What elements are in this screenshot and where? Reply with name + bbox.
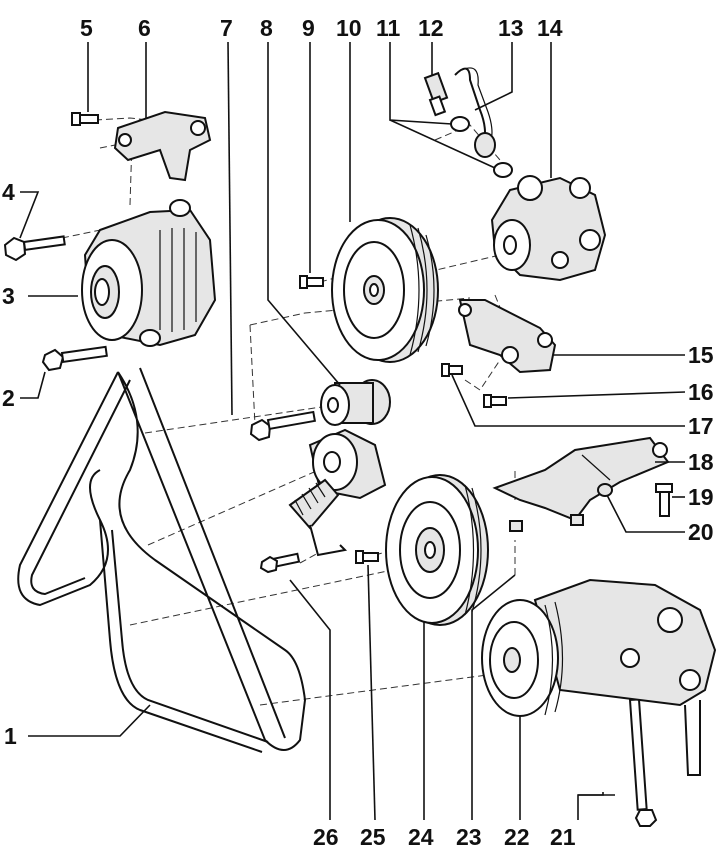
callout-9: 9 [302, 15, 315, 41]
callout-12: 12 [418, 15, 444, 41]
ribbed-belt [17, 367, 307, 753]
callout-3: 3 [2, 283, 15, 309]
alternator [81, 199, 217, 347]
damper-bolt [355, 550, 379, 564]
callout-23: 23 [456, 824, 482, 850]
callout-14: 14 [537, 15, 563, 41]
callout-20: 20 [688, 519, 714, 545]
dowel-sleeves [509, 514, 584, 532]
pulley-bolt [299, 275, 324, 289]
power-steering-pump [490, 175, 607, 282]
callout-19: 19 [688, 484, 714, 510]
callout-11: 11 [376, 15, 401, 41]
bracket-bolt [71, 112, 99, 126]
vibration-damper [385, 474, 489, 626]
leader-lines [19, 41, 686, 821]
callout-10: 10 [336, 15, 362, 41]
callout-7: 7 [220, 15, 233, 41]
ac-compressor [481, 578, 717, 776]
alternator-upper-bolt [3, 235, 66, 262]
bracket-bolt-short [483, 394, 507, 408]
callout-25: 25 [360, 824, 386, 850]
bracket-bolt-upper [441, 363, 463, 377]
compressor-long-bolt [628, 698, 658, 827]
callout-26: 26 [313, 824, 339, 850]
alternator-lower-bolt [41, 345, 108, 372]
alternator-bracket [113, 110, 212, 182]
compressor-bracket [492, 436, 670, 522]
callout-1: 1 [4, 723, 17, 749]
callout-22: 22 [504, 824, 530, 850]
callout-6: 6 [138, 15, 151, 41]
callout-18: 18 [688, 449, 714, 475]
callout-15: 15 [688, 342, 714, 368]
callout-numbers: 5 6 7 8 9 10 11 12 13 14 4 3 2 1 15 16 1… [2, 15, 714, 850]
callout-16: 16 [688, 379, 714, 405]
callout-21: 21 [550, 824, 576, 850]
idler-pulley [320, 379, 391, 426]
callout-17: 17 [688, 413, 714, 439]
callout-5: 5 [80, 15, 93, 41]
callout-13: 13 [498, 15, 524, 41]
bracket-screw [655, 483, 673, 517]
spacer-sleeve [597, 483, 613, 497]
pressure-hose [454, 67, 496, 158]
tensioner-bolt [249, 410, 317, 442]
belt-tensioner [259, 428, 387, 574]
callout-24: 24 [408, 824, 434, 850]
callout-4: 4 [2, 179, 15, 205]
crankshaft-pulley [331, 217, 439, 363]
banjo-bolt [423, 71, 449, 117]
pump-bracket [458, 299, 557, 374]
callout-2: 2 [2, 385, 15, 411]
callout-8: 8 [260, 15, 273, 41]
